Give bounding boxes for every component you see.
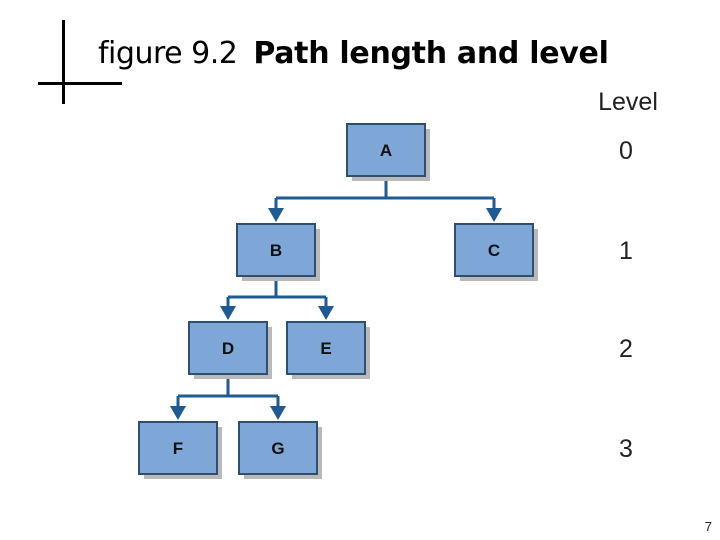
corner-vertical-rule (62, 20, 65, 104)
level-number-3: 3 (619, 435, 633, 463)
figure-number: figure 9.2 (98, 36, 238, 71)
slide-title: figure 9.2 Path length and level (98, 30, 609, 78)
tree-diagram: Level A B C D E F G 0 1 2 3 (138, 88, 658, 479)
node-label: F (173, 439, 183, 458)
arrowhead-d-f (170, 406, 186, 420)
node-label: G (271, 439, 284, 458)
node-box (138, 421, 218, 475)
arrowhead-b-d (220, 306, 236, 320)
arrowhead-b-e (318, 306, 334, 320)
level-header: Level (598, 88, 658, 116)
level-number-2: 2 (619, 335, 633, 363)
tree-node-g: G (238, 421, 322, 479)
level-number-0: 0 (619, 137, 633, 165)
node-label: D (222, 339, 234, 358)
node-box (346, 123, 426, 177)
node-label: E (320, 339, 331, 358)
node-box (286, 321, 366, 375)
corner-horizontal-rule (38, 82, 122, 85)
node-label: A (380, 141, 392, 160)
level-number-1: 1 (619, 237, 633, 265)
arrowhead-a-b (268, 208, 284, 222)
node-label: B (270, 241, 282, 260)
title-text: Path length and level (253, 36, 609, 71)
node-label: C (488, 241, 500, 260)
node-box (238, 421, 318, 475)
arrowhead-d-g (270, 406, 286, 420)
tree-node-c: C (454, 223, 538, 281)
node-box (236, 223, 316, 277)
tree-node-e: E (286, 321, 370, 379)
tree-diagram-panel: Level A B C D E F G 0 1 2 3 (122, 82, 678, 496)
arrowhead-a-c (486, 208, 502, 222)
tree-node-f: F (138, 421, 222, 479)
tree-node-d: D (188, 321, 272, 379)
page-number: 7 (704, 519, 712, 534)
tree-node-a: A (346, 123, 430, 181)
node-box (188, 321, 268, 375)
node-box (454, 223, 534, 277)
tree-node-b: B (236, 223, 320, 281)
